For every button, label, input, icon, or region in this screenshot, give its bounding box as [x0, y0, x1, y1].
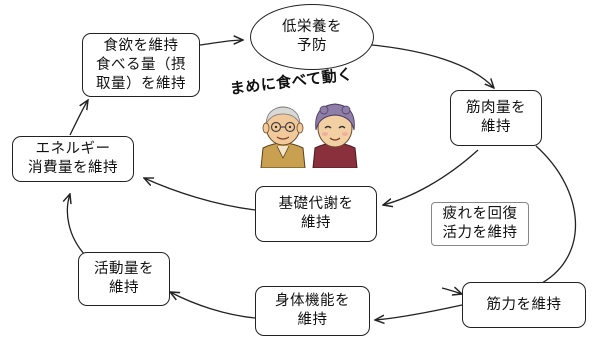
arrow-into-kinryoku	[441, 288, 462, 294]
node-kiso-line1: 基礎代謝を	[278, 196, 354, 212]
arrow-katsudou-to-energy	[67, 194, 86, 256]
node-shintai: 身体機能を 維持	[255, 286, 370, 336]
node-kinniku: 筋肉量を 維持	[450, 90, 542, 146]
arrow-kinryoku-to-shintai	[375, 304, 463, 320]
node-kinryoku-line1: 筋力を維持	[486, 296, 562, 313]
node-shokuyoku-line2: 食べる量（摂	[96, 56, 186, 73]
arrow-yobou-to-kinniku	[371, 44, 494, 88]
node-energy-line1: エネルギー	[35, 141, 111, 157]
arrow-shokuyoku-to-yobou	[199, 40, 243, 46]
node-shintai-line1: 身体機能を	[275, 293, 350, 309]
node-shokuyoku-line1: 食欲を維持	[103, 37, 179, 54]
node-yobou-line1: 低栄養を	[282, 19, 342, 35]
node-katsudou-line2: 維持	[109, 280, 139, 296]
node-shokuyoku: 食欲を維持 食べる量（摂 取量）を維持	[82, 33, 200, 97]
node-katsudou-line1: 活動量を	[94, 261, 154, 277]
elderly-couple-icon	[260, 103, 358, 168]
node-yobou-line2: 予防	[297, 38, 327, 54]
node-kinniku-line2: 維持	[481, 119, 511, 135]
node-kinryoku: 筋力を維持	[462, 282, 586, 328]
node-katsudou: 活動量を 維持	[78, 252, 170, 306]
node-tsukare-line2: 活力を維持	[442, 225, 518, 241]
node-tsukare: 疲れを回復 活力を維持	[431, 202, 529, 246]
arrow-shintai-to-katsudou	[170, 292, 256, 319]
node-tsukare-line1: 疲れを回復	[442, 206, 518, 222]
node-energy-line2: 消費量を維持	[28, 160, 118, 176]
node-yobou: 低栄養を 予防	[250, 4, 374, 70]
node-kinniku-line1: 筋肉量を	[466, 100, 526, 116]
node-shintai-line2: 維持	[297, 312, 328, 328]
elderly-man-figure	[260, 106, 306, 168]
elderly-woman-figure	[312, 103, 358, 168]
arrow-energy-to-shokuyoku	[69, 100, 88, 136]
arrow-kinniku-to-kiso	[383, 149, 479, 205]
node-kiso: 基礎代謝を 維持	[255, 186, 377, 242]
node-kiso-line2: 維持	[301, 215, 331, 231]
arrow-kiso-to-energy	[144, 178, 256, 211]
node-energy: エネルギー 消費量を維持	[12, 136, 134, 182]
node-shokuyoku-line3: 取量）を維持	[96, 75, 186, 92]
arrow-kinniku-to-kinryoku	[535, 145, 577, 284]
